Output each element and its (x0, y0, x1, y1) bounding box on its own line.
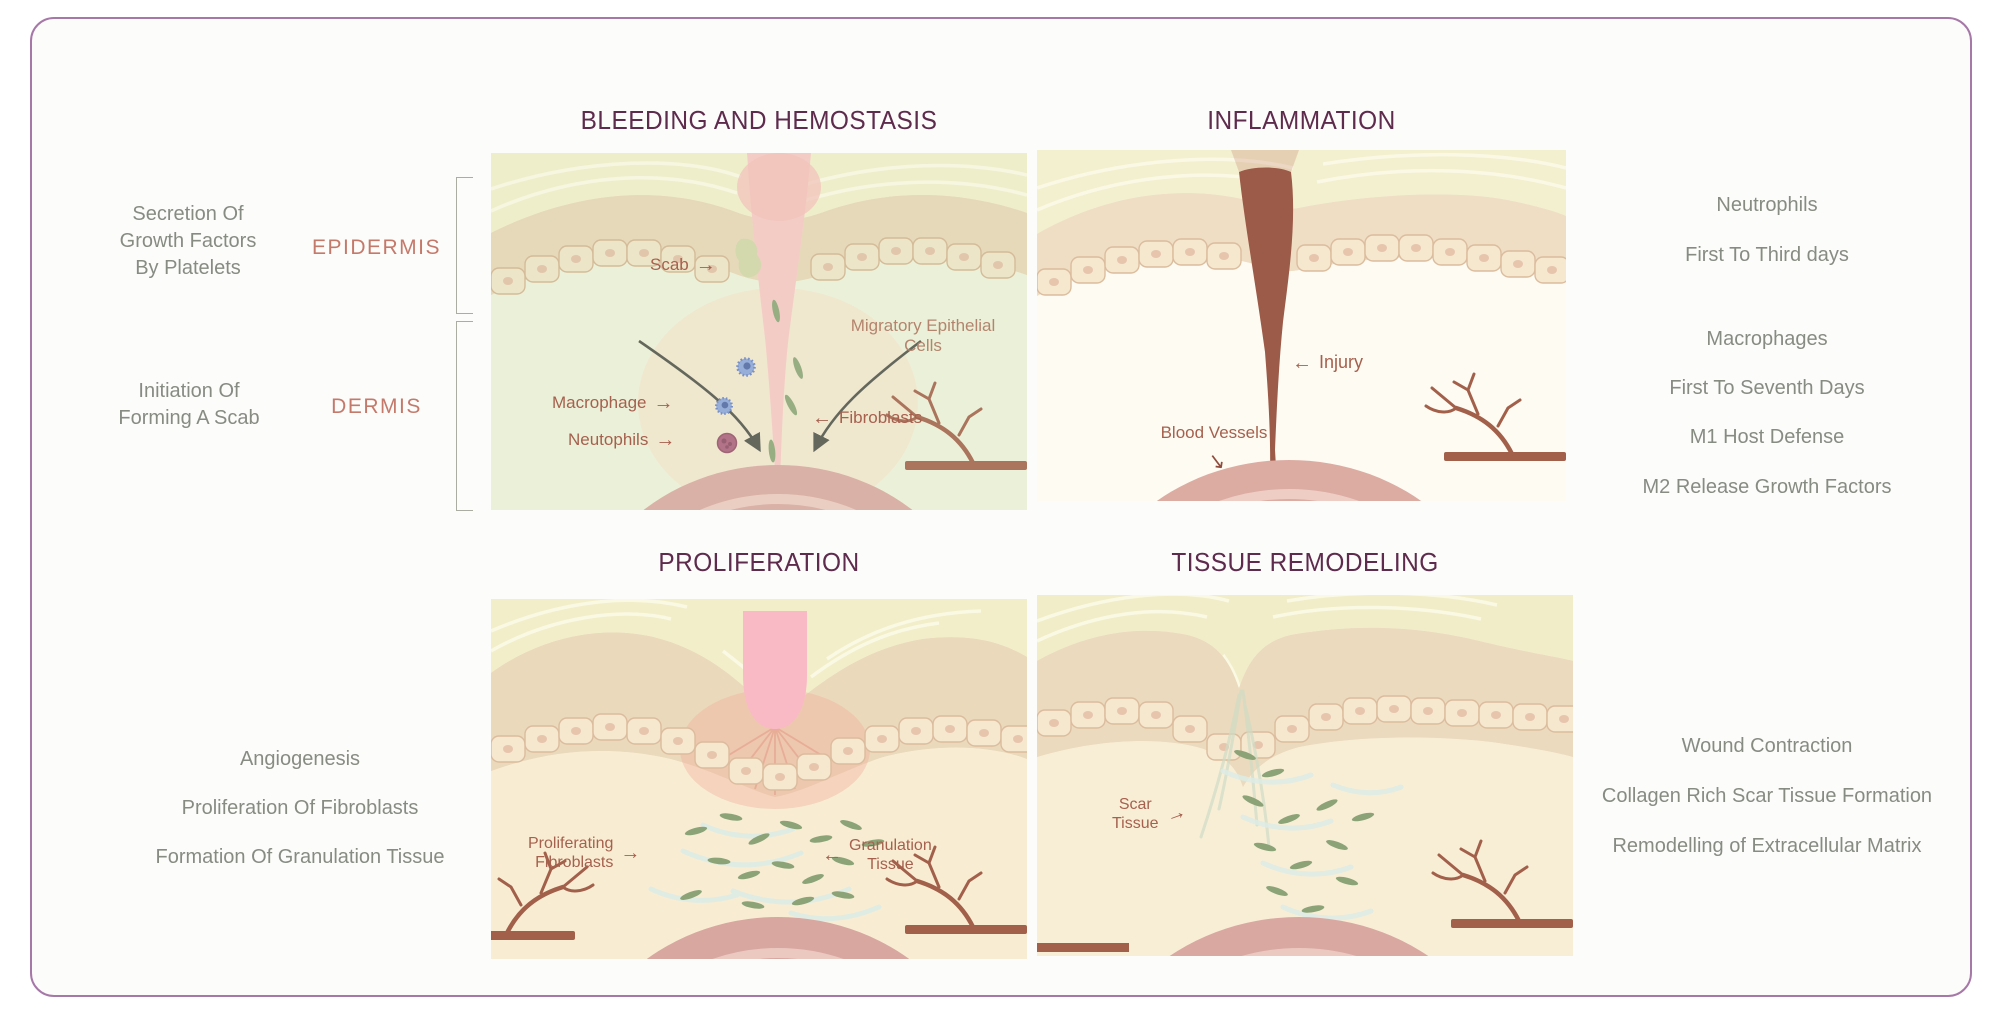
dermis (491, 747, 1027, 959)
dermis-bracket (456, 321, 473, 511)
arrow-left-icon: ← (1292, 351, 1312, 374)
proliferation-note: Proliferation Of Fibroblasts (181, 797, 419, 819)
arrow-right-icon: → (695, 254, 716, 277)
arrow-right-icon: → (620, 842, 641, 865)
epidermis-bracket (456, 177, 473, 314)
proliferation-note: Angiogenesis (239, 748, 361, 770)
arrow-right-icon: → (1162, 800, 1189, 828)
fibroblasts-label: ← Fibroblasts (812, 407, 923, 430)
dermis-label: DERMIS (331, 395, 422, 418)
proliferating-fibroblasts-label: Proliferating Fibroblasts → (528, 835, 641, 872)
inflammation-note: M1 Host Defense (1689, 426, 1845, 448)
inflammation-note: Macrophages (1706, 328, 1828, 350)
infographic-border: BLEEDING AND HEMOSTASIS INFLAMMATION PRO… (30, 17, 1972, 997)
arrow-left-icon: ← (812, 407, 832, 430)
inflammation-note: First To Seventh Days (1669, 377, 1865, 399)
neutrophils-label: Neutophils → (568, 429, 676, 452)
inflammation-note: M2 Release Growth Factors (1642, 476, 1892, 498)
blood-vessel-arc (646, 917, 910, 959)
proliferation-note: Formation Of Granulation Tissue (155, 846, 445, 868)
bleeding-title: BLEEDING AND HEMOSTASIS (580, 105, 938, 135)
remodeling-note: Collagen Rich Scar Tissue Formation (1601, 785, 1933, 807)
epidermis-label: EPIDERMIS (311, 236, 442, 259)
stratum-corneum (1037, 595, 1573, 689)
remodeling-note: Wound Contraction (1681, 735, 1853, 757)
blood-vessel-arc (1169, 917, 1429, 956)
macrophage-label: Macrophage → (552, 392, 674, 415)
arrow-right-icon: → (653, 392, 674, 415)
migration-arrow-left (638, 339, 761, 453)
vessel-bar (1037, 943, 1129, 952)
migratory-epithelial-label: Migratory Epithelial Cells (850, 316, 996, 356)
arrow-left-icon: ← (822, 844, 842, 867)
scab-plug (743, 611, 807, 729)
scab-note: Initiation Of Forming A Scab (118, 380, 260, 429)
neutrophil-cell (716, 432, 738, 454)
blood-vessel-arc (1156, 460, 1422, 501)
arrow-down-right-icon: ↘ (1206, 448, 1228, 475)
platelets-note: Secretion Of Growth Factors By Platelets (119, 203, 257, 279)
scab-label: Scab → (650, 254, 716, 277)
migration-arrow-right (813, 339, 922, 453)
injury-label: ← Injury (1292, 351, 1364, 374)
proliferation-illustration (491, 599, 1027, 959)
bleeding-illustration (491, 153, 1027, 510)
remodeling-illustration (1037, 595, 1573, 956)
inflammation-note: Neutrophils (1716, 194, 1818, 216)
blood-vessel-arc (643, 465, 913, 510)
inflammation-title: INFLAMMATION (1207, 105, 1396, 135)
injury-channel (1239, 167, 1294, 484)
remodeling-title: TISSUE REMODELING (1171, 547, 1439, 577)
dermis (1037, 737, 1573, 956)
inflammation-illustration (1037, 150, 1566, 501)
scar-tissue-label: Scar Tissue → (1112, 796, 1189, 833)
proliferation-title: PROLIFERATION (658, 547, 860, 577)
inflammation-note: First To Third days (1685, 244, 1849, 266)
remodeling-note: Remodelling of Extracellular Matrix (1612, 835, 1922, 857)
granulation-tissue-label: ← Granulation Tissue (822, 837, 932, 874)
blood-vessels-label: Blood Vessels (1160, 423, 1268, 442)
arrow-right-icon: → (655, 429, 676, 452)
